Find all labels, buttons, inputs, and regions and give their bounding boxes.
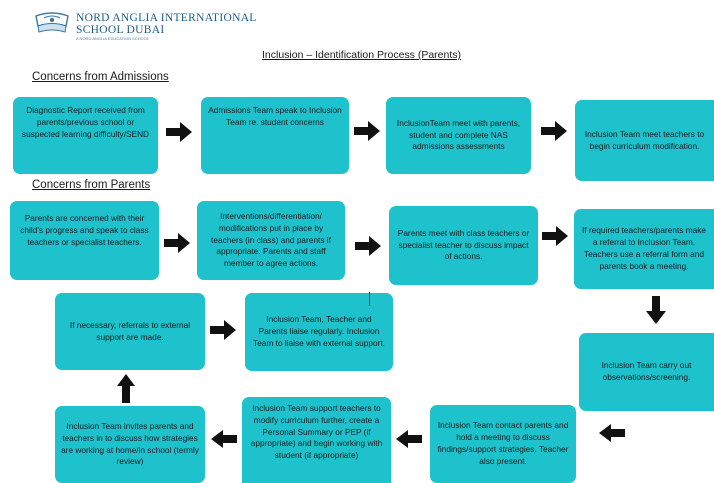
- arrow-down-icon: [646, 296, 666, 324]
- flow-box-text: Diagnostic Report received from parents/…: [21, 105, 150, 139]
- section-heading-parents: Concerns from Parents: [32, 179, 151, 191]
- school-tagline: A NORD ANGLIA EDUCATION SCHOOL: [76, 36, 150, 41]
- flow-box-text: Parents are concerned with their child's…: [20, 213, 149, 247]
- section-heading-admissions: Concerns from Admissions: [32, 71, 169, 83]
- flow-box-termly-review: Inclusion Team invites parents and teach…: [55, 406, 205, 483]
- flow-box-text: Inclusion Team carry out observations/sc…: [601, 360, 692, 382]
- flow-box-external-referrals: If necessary, referrals to external supp…: [55, 293, 205, 370]
- arrow-right-icon: [541, 121, 567, 141]
- arrow-right-icon: [355, 236, 381, 256]
- flow-box-interventions: Interventions/differentiation/ modificat…: [197, 201, 345, 280]
- flow-box-parents-concerned: Parents are concerned with their child's…: [10, 201, 159, 280]
- flow-box-text: Inclusion Team meet teachers to begin cu…: [584, 128, 705, 151]
- arrow-right-icon: [164, 233, 190, 253]
- arrow-up-icon: [117, 374, 135, 403]
- flow-box-text: Inclusion Team, Teacher and Parents liai…: [253, 314, 385, 348]
- school-crest-icon: [35, 12, 69, 33]
- flow-box-text: Parents meet with class teachers or spec…: [397, 227, 530, 262]
- flow-box-text: Interventions/differentiation/ modificat…: [211, 211, 331, 269]
- flow-box-admissions-team-speak: Admissions Team speak to Inclusion Team …: [201, 97, 349, 174]
- flow-box-text: If necessary, referrals to external supp…: [69, 319, 191, 342]
- flow-box-text: Admissions Team speak to Inclusion Team …: [208, 105, 342, 127]
- arrow-right-icon: [166, 122, 192, 142]
- page-title: Inclusion – Identification Process (Pare…: [262, 49, 462, 61]
- arrow-left-icon: [211, 430, 237, 448]
- flow-box-parents-meet-teachers: Parents meet with class teachers or spec…: [389, 206, 538, 285]
- flow-box-text: Inclusion Team invites parents and teach…: [61, 420, 199, 467]
- school-name-line1: NORD ANGLIA INTERNATIONAL: [76, 12, 257, 24]
- cursor-mark: [369, 292, 370, 306]
- flow-box-observations: Inclusion Team carry out observations/sc…: [579, 333, 714, 411]
- arrow-right-icon: [210, 320, 236, 340]
- school-logo: NORD ANGLIA INTERNATIONAL SCHOOL DUBAI A…: [30, 8, 260, 41]
- flow-box-text: If required teachers/parents make a refe…: [581, 225, 707, 271]
- school-name-line2: SCHOOL DUBAI: [76, 24, 165, 36]
- flow-box-text: Inclusion Team contact parents and hold …: [437, 420, 569, 466]
- flow-box-diagnostic-report: Diagnostic Report received from parents/…: [13, 97, 158, 174]
- arrow-right-icon: [354, 121, 380, 141]
- flow-box-contact-parents: Inclusion Team contact parents and hold …: [430, 405, 576, 483]
- flow-box-text: Inclusion Team support teachers to modif…: [250, 403, 383, 461]
- flow-box-inclusion-team-meet-parents: InclusionTeam meet with parents, student…: [386, 97, 531, 174]
- flow-box-inclusion-team-meet-teachers: Inclusion Team meet teachers to begin cu…: [575, 100, 714, 181]
- arrow-left-icon: [599, 424, 625, 442]
- arrow-left-icon: [396, 430, 422, 448]
- flow-box-liaise-regularly: Inclusion Team, Teacher and Parents liai…: [245, 293, 393, 371]
- flow-box-text: InclusionTeam meet with parents, student…: [396, 117, 521, 152]
- flow-box-referral: If required teachers/parents make a refe…: [574, 209, 714, 289]
- arrow-right-icon: [542, 226, 568, 246]
- flow-box-support-teachers: Inclusion Team support teachers to modif…: [242, 397, 391, 483]
